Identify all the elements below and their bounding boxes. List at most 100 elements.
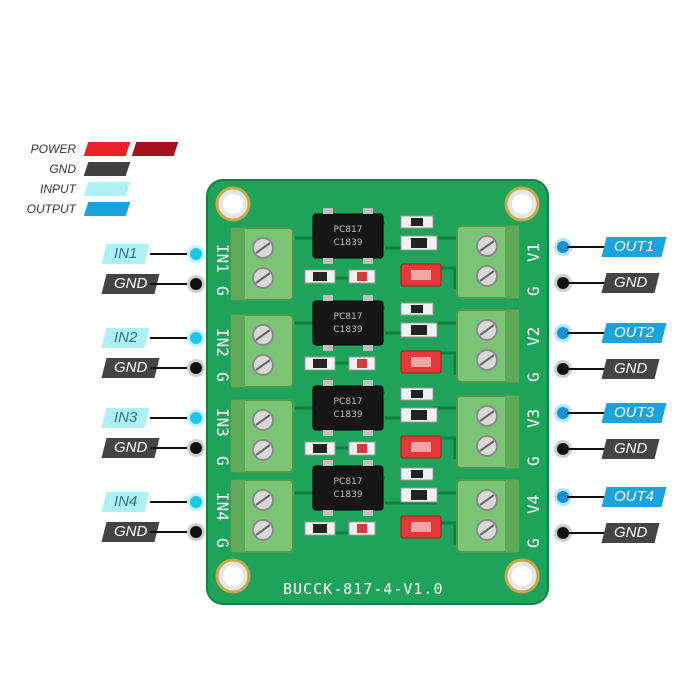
legend-swatch-gnd (83, 162, 131, 176)
red-jumper (400, 515, 442, 539)
silk-in2-g: G (213, 372, 232, 382)
smd-resistor (304, 269, 336, 284)
red-jumper (400, 435, 442, 459)
pin-dot-in4 (190, 496, 202, 508)
pin-dot-in2 (190, 332, 202, 344)
label-in3: IN3 (101, 408, 150, 428)
pin-dot-out3 (557, 407, 569, 419)
pin-dot-gnd-in1 (190, 278, 202, 290)
smd-resistor (304, 521, 336, 536)
indicator-led (348, 356, 376, 371)
silk-v4: V4 (524, 494, 543, 514)
smd-resistor (400, 215, 434, 229)
smd-resistor (400, 407, 438, 423)
input-terminal-4 (230, 479, 294, 553)
legend-label-output: OUTPUT (26, 202, 76, 216)
pin-dot-out2 (557, 327, 569, 339)
silk-v2-g: G (524, 372, 543, 382)
board-name: BUCCK-817-4-V1.0 (283, 580, 444, 598)
legend-swatch-power-1 (83, 142, 131, 156)
smd-resistor (304, 356, 336, 371)
chip-marking-line1: PC817 (334, 312, 363, 322)
smd-resistor (400, 387, 434, 401)
chip-marking-line1: PC817 (334, 225, 363, 235)
label-gnd-out2: GND (601, 359, 660, 379)
legend-swatch-output (83, 202, 131, 216)
silk-in4: IN4 (213, 492, 232, 521)
silk-v2: V2 (524, 326, 543, 346)
chip-marking-line2: C1839 (333, 325, 362, 335)
silk-v3-g: G (524, 456, 543, 466)
input-terminal-1 (230, 227, 294, 301)
label-in4: IN4 (101, 492, 150, 512)
smd-resistor (400, 322, 438, 338)
silk-v3: V3 (524, 408, 543, 428)
red-jumper (400, 350, 442, 374)
red-jumper (400, 263, 442, 287)
chip-marking-line2: C1839 (333, 490, 362, 500)
pin-dot-in1 (190, 248, 202, 260)
label-gnd-out4: GND (601, 523, 660, 543)
pin-dot-in3 (190, 412, 202, 424)
pin-dot-out4 (557, 491, 569, 503)
chip-marking-line1: PC817 (334, 477, 363, 487)
pin-dot-gnd-out4 (557, 527, 569, 539)
output-terminal-2 (456, 309, 520, 383)
label-in1: IN1 (101, 244, 150, 264)
label-gnd-out1: GND (601, 273, 660, 293)
chip-marking-line2: C1839 (333, 410, 362, 420)
silk-in3: IN3 (213, 408, 232, 437)
legend-swatch-input (83, 182, 131, 196)
legend-label-power: POWER (30, 142, 76, 156)
pin-dot-gnd-in3 (190, 442, 202, 454)
indicator-led (348, 521, 376, 536)
mounting-holes (215, 186, 540, 594)
legend-label-gnd: GND (49, 162, 76, 176)
label-in2: IN2 (101, 328, 150, 348)
silk-v1: V1 (524, 242, 543, 262)
legend-label-input: INPUT (40, 182, 76, 196)
silk-in1-g: G (213, 286, 232, 296)
input-terminal-2 (230, 314, 294, 388)
chip-marking-line2: C1839 (333, 238, 362, 248)
output-terminal-1 (456, 225, 520, 299)
pin-dot-gnd-out1 (557, 277, 569, 289)
label-out1: OUT1 (601, 237, 667, 257)
output-terminal-4 (456, 479, 520, 553)
silk-in3-g: G (213, 456, 232, 466)
label-out3: OUT3 (601, 403, 667, 423)
pin-dot-gnd-in4 (190, 526, 202, 538)
pin-dot-gnd-out2 (557, 363, 569, 375)
label-gnd-out3: GND (601, 439, 660, 459)
label-out2: OUT2 (601, 323, 667, 343)
smd-resistor (400, 302, 434, 316)
pin-dot-gnd-out3 (557, 443, 569, 455)
silk-v4-g: G (524, 538, 543, 548)
chip-marking-line1: PC817 (334, 397, 363, 407)
output-terminal-3 (456, 395, 520, 469)
silk-v1-g: G (524, 286, 543, 296)
pin-dot-gnd-in2 (190, 362, 202, 374)
silk-in4-g: G (213, 538, 232, 548)
indicator-led (348, 269, 376, 284)
silk-in1: IN1 (213, 244, 232, 273)
input-terminal-3 (230, 399, 294, 473)
smd-resistor (400, 235, 438, 251)
silk-in2: IN2 (213, 328, 232, 357)
indicator-led (348, 441, 376, 456)
smd-resistor (304, 441, 336, 456)
legend-swatch-power-2 (131, 142, 179, 156)
pin-dot-out1 (557, 241, 569, 253)
smd-resistor (400, 487, 438, 503)
label-out4: OUT4 (601, 487, 667, 507)
smd-resistor (400, 467, 434, 481)
